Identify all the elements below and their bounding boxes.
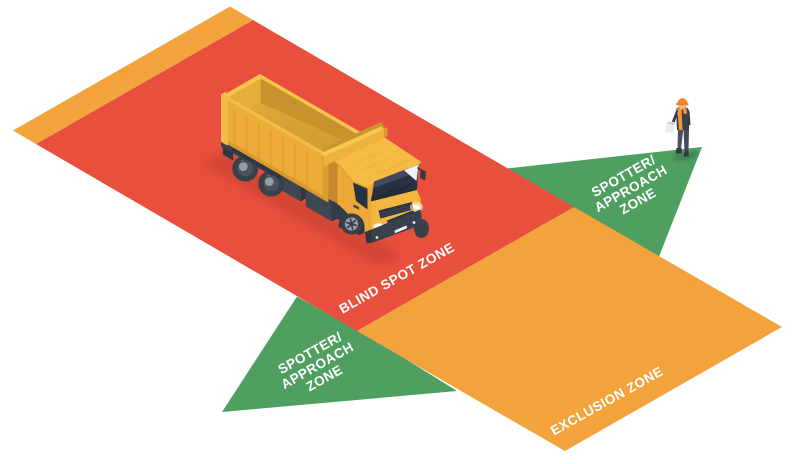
spotter-approach-zone-left <box>222 296 457 412</box>
truck-shadow <box>203 153 396 264</box>
truck-cab <box>331 137 429 244</box>
exclusion-zone <box>357 207 782 451</box>
worker-vest <box>677 108 683 130</box>
truck-side-mirror <box>417 166 426 181</box>
blind-spot-edge-strip <box>13 6 253 144</box>
dump-truck-illustration <box>203 74 429 264</box>
truck-headlights <box>372 202 423 233</box>
worker-illustration <box>665 98 698 162</box>
truck-cab-deflector <box>321 122 388 167</box>
truck-rear-wheels <box>232 155 285 197</box>
truck-bumper <box>365 209 423 244</box>
worker-helmet <box>677 98 688 104</box>
truck-dump-bed <box>221 74 368 204</box>
